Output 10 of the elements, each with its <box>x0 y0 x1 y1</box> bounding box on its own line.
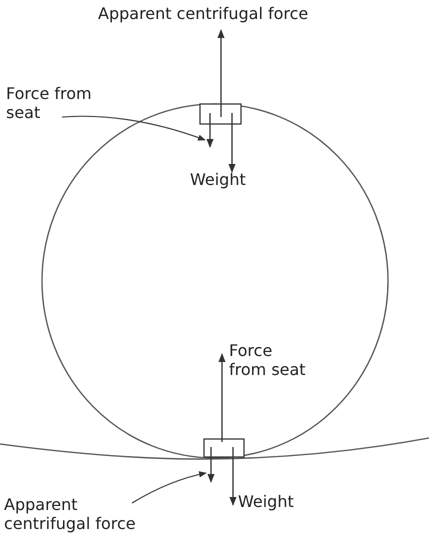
force-label: Weight <box>190 170 247 189</box>
force-label: Apparent centrifugal force <box>4 495 144 533</box>
leader-line <box>62 116 206 141</box>
force-label: Apparent centrifugal force <box>98 4 310 23</box>
force-label: Force from seat <box>229 341 307 379</box>
force-label: Force from seat <box>6 84 116 122</box>
force-arrow <box>206 113 214 148</box>
leader-line <box>132 471 207 504</box>
force-arrow <box>207 447 215 483</box>
force-label: Weight <box>238 492 295 511</box>
